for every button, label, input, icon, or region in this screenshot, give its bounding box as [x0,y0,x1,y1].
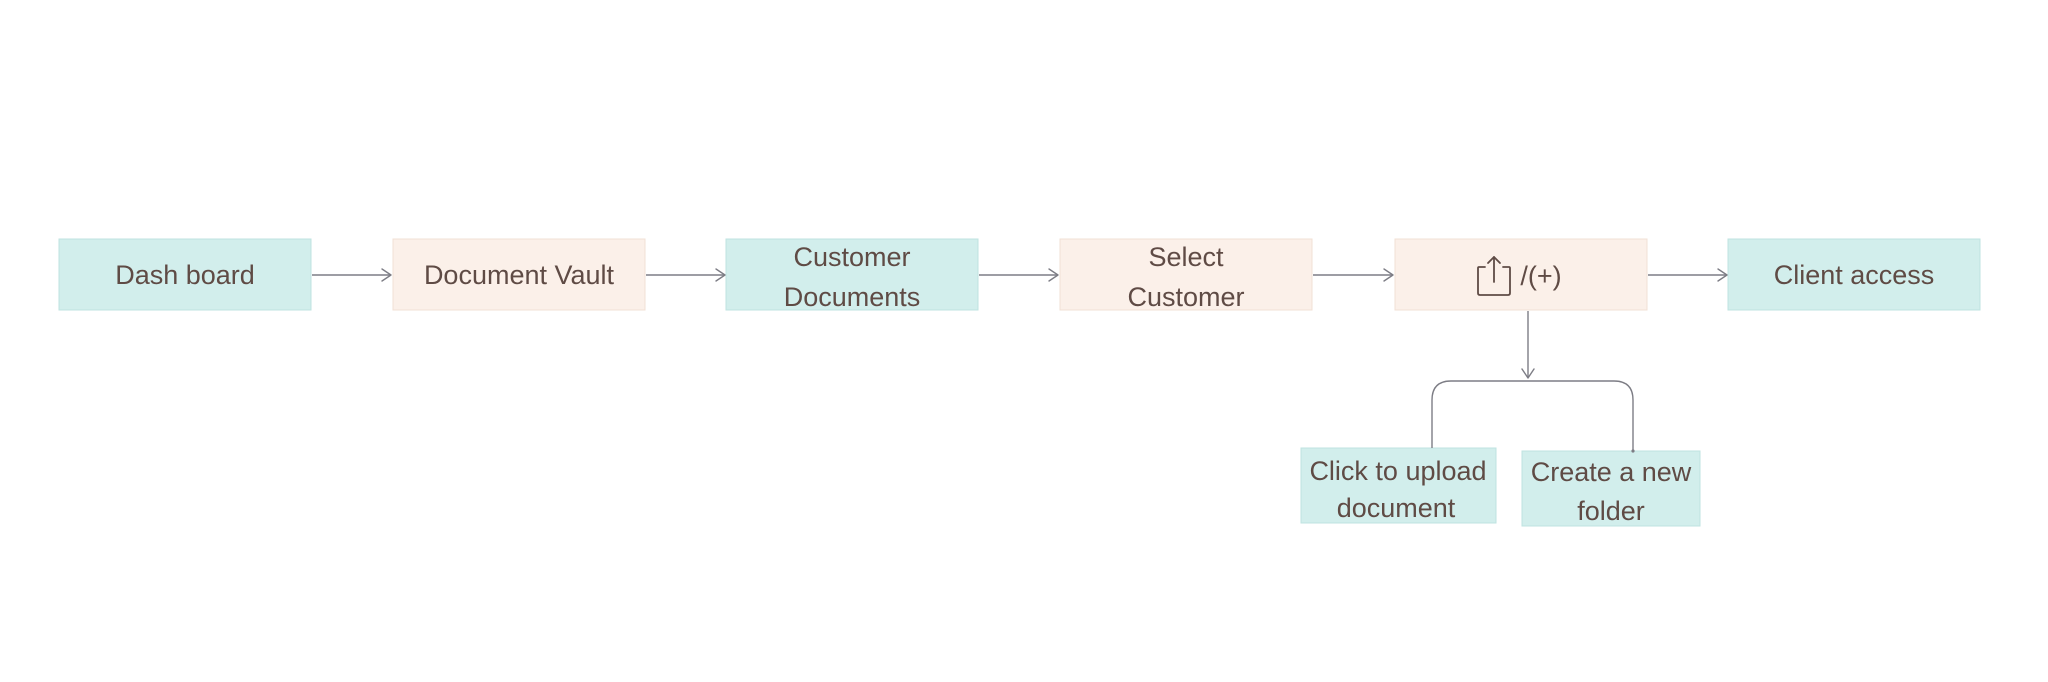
node-create-folder: Create a new folder [1521,450,1701,527]
connector-branch [1431,380,1635,453]
node-customer-documents-line1: Customer [793,242,910,272]
node-create-folder-line1: Create a new [1531,457,1692,487]
node-customer-documents: Customer Documents [725,238,979,312]
node-client-access-label: Client access [1774,260,1935,290]
connector-select-to-upload [1313,268,1394,282]
connector-vault-to-customer-documents [646,268,726,282]
node-dashboard-label: Dash board [115,260,255,290]
node-select-customer-line2: Customer [1127,282,1244,312]
connector-upload-to-client-access [1648,268,1728,282]
node-client-access: Client access [1727,238,1981,311]
node-select-customer-line1: Select [1148,242,1224,272]
connector-customer-documents-to-select [979,268,1059,282]
node-create-folder-line2: folder [1577,496,1645,526]
node-upload-add: /(+) [1394,238,1648,311]
connector-dashboard-to-vault [312,268,392,282]
node-click-to-upload-line2: document [1337,493,1456,523]
node-document-vault-label: Document Vault [424,260,615,290]
node-click-to-upload: Click to upload document [1300,447,1497,524]
node-upload-add-suffix: /(+) [1520,261,1561,291]
node-click-to-upload-line1: Click to upload [1309,456,1486,486]
connector-upload-down [1521,311,1535,379]
node-customer-documents-line2: Documents [784,282,921,312]
node-document-vault: Document Vault [392,238,646,311]
node-select-customer: Select Customer [1059,238,1313,312]
node-dashboard: Dash board [58,238,312,311]
share-upload-icon [1477,256,1511,296]
